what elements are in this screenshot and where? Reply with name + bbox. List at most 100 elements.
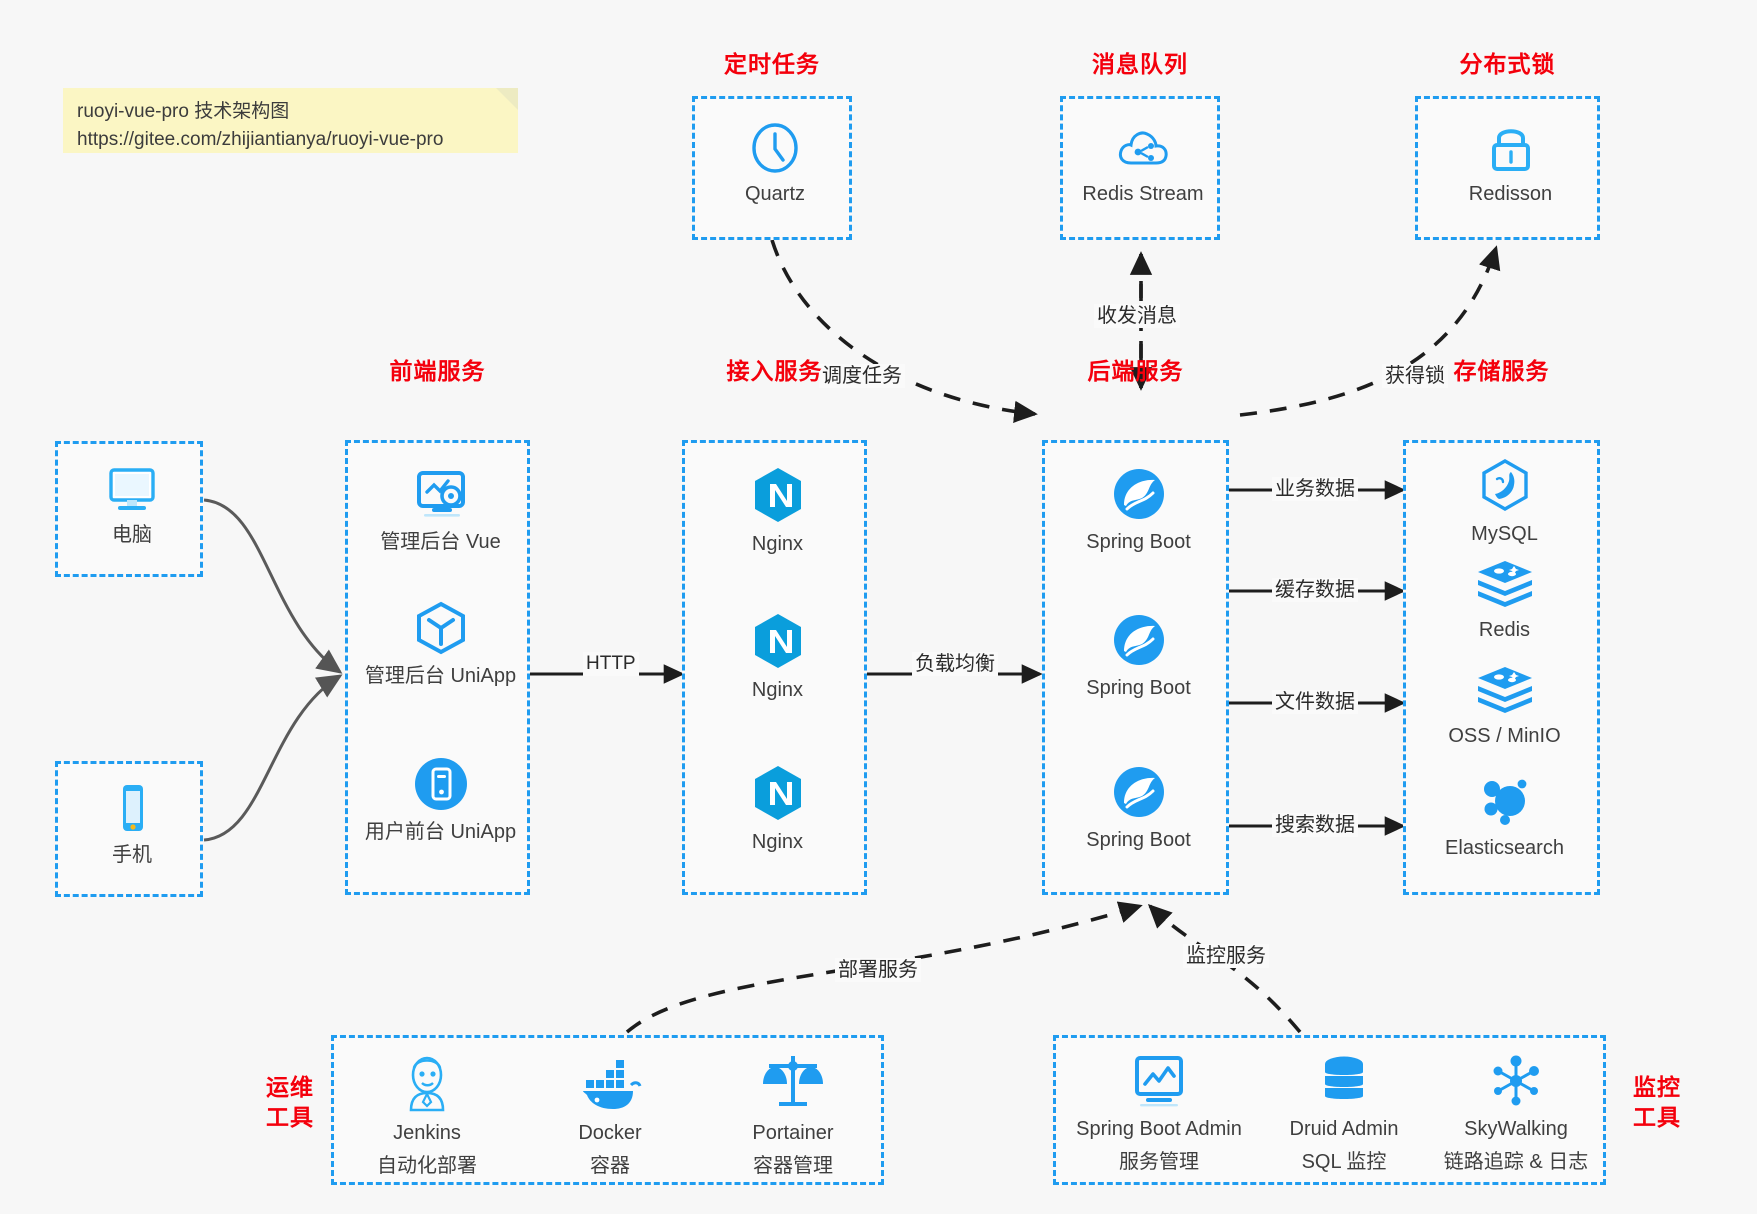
edge-label-business-data: 业务数据 (1272, 477, 1358, 501)
node-pc[interactable]: 电脑 (58, 460, 206, 549)
nginx-icon (754, 766, 801, 820)
edge-label-monitor-service: 监控服务 (1183, 944, 1269, 968)
redis-stack-icon (1477, 561, 1532, 607)
monitor-icon (109, 468, 155, 510)
node-label: Spring Boot (1086, 531, 1191, 553)
note-folded-corner (496, 88, 518, 110)
group-label-backend: 后端服务 (1087, 358, 1184, 384)
node-nginx-1[interactable]: Nginx (685, 465, 870, 558)
spring-leaf-icon (1113, 615, 1164, 665)
edge-label-load-balance: 负载均衡 (912, 652, 998, 676)
jenkins-butler-icon (409, 1056, 445, 1112)
database-icon (1325, 1056, 1363, 1099)
node-label: 电脑 (112, 524, 152, 546)
group-device-pc: 电脑 (55, 441, 203, 577)
mobile-circle-icon (414, 758, 467, 810)
group-label-devops-line2: 工具 (266, 1104, 314, 1130)
node-label: Nginx (751, 679, 804, 701)
node-phone[interactable]: 手机 (58, 780, 206, 869)
group-storage: MySQL Redis OSS / MinIO (1403, 440, 1600, 895)
mysql-dolphin-icon (1481, 459, 1528, 511)
scales-icon (763, 1056, 823, 1106)
dashboard-gear-icon (416, 471, 465, 517)
group-backend: Spring Boot Spring Boot Spring Boot (1042, 440, 1229, 895)
group-devops-tools: Jenkins 自动化部署 Docker 容器 (331, 1035, 884, 1185)
group-label-distributed-lock: 分布式锁 (1459, 51, 1556, 77)
diagram-note: ruoyi-vue-pro 技术架构图 https://gitee.com/zh… (63, 88, 518, 153)
node-spring-boot-admin[interactable]: Spring Boot Admin 服务管理 (1064, 1052, 1254, 1176)
group-label-gateway: 接入服务 (726, 358, 823, 384)
node-label: Redisson (1468, 183, 1553, 205)
note-url: https://gitee.com/zhijiantianya/ruoyi-vu… (77, 129, 444, 150)
node-admin-vue[interactable]: 管理后台 Vue (348, 465, 533, 556)
group-label-monitor-line2: 工具 (1633, 1104, 1681, 1130)
group-label-scheduled-task: 定时任务 (724, 51, 820, 77)
edge-label-cache-data: 缓存数据 (1272, 578, 1358, 602)
node-druid-admin[interactable]: Druid Admin SQL 监控 (1254, 1052, 1434, 1176)
cloud-queue-icon (1118, 131, 1168, 165)
node-oss-minio[interactable]: OSS / MinIO (1406, 665, 1603, 750)
group-label-devops: 运维 工具 (255, 1072, 325, 1132)
group-distributed-lock: Redisson (1415, 96, 1600, 240)
node-label: Druid Admin (1289, 1118, 1399, 1140)
spring-leaf-icon (1113, 767, 1164, 817)
group-frontend: 管理后台 Vue 管理后台 UniApp 用户前台 UniApp (345, 440, 530, 895)
node-redis[interactable]: Redis (1406, 559, 1603, 644)
group-gateway: Nginx Nginx Nginx (682, 440, 867, 895)
node-jenkins[interactable]: Jenkins 自动化部署 (342, 1052, 512, 1180)
node-portainer[interactable]: Portainer 容器管理 (708, 1052, 878, 1180)
node-label: Portainer (752, 1122, 834, 1144)
node-quartz[interactable]: Quartz (695, 121, 855, 208)
node-sublabel: 链路追踪 & 日志 (1443, 1151, 1589, 1173)
node-nginx-3[interactable]: Nginx (685, 763, 870, 856)
nginx-icon (754, 468, 801, 522)
edge-label-file-data: 文件数据 (1272, 690, 1358, 714)
group-label-monitor: 监控 工具 (1622, 1072, 1692, 1132)
node-label: Quartz (744, 183, 806, 205)
edge-label-acquire-lock: 获得锁 (1382, 364, 1448, 388)
group-monitor-tools: Spring Boot Admin 服务管理 Druid Admin SQL 监… (1053, 1035, 1606, 1185)
node-redisson[interactable]: Redisson (1418, 121, 1603, 208)
node-docker[interactable]: Docker 容器 (525, 1052, 695, 1180)
node-user-uniapp[interactable]: 用户前台 UniApp (348, 755, 533, 846)
node-label: 手机 (112, 844, 152, 866)
node-label: 管理后台 UniApp (364, 665, 517, 687)
node-label: MySQL (1471, 523, 1538, 545)
node-springboot-1[interactable]: Spring Boot (1045, 465, 1232, 556)
edge-label-search-data: 搜索数据 (1272, 813, 1358, 837)
node-admin-uniapp[interactable]: 管理后台 UniApp (348, 599, 533, 690)
node-label: OSS / MinIO (1448, 725, 1561, 747)
node-sublabel: SQL 监控 (1301, 1151, 1387, 1173)
group-label-message-queue: 消息队列 (1092, 51, 1188, 77)
group-label-storage: 存储服务 (1453, 358, 1550, 384)
node-redis-stream[interactable]: Redis Stream (1063, 121, 1223, 208)
node-sublabel: 服务管理 (1119, 1151, 1199, 1173)
node-mysql[interactable]: MySQL (1406, 457, 1603, 548)
clock-icon (752, 123, 798, 173)
skywalking-node-icon (1493, 1055, 1539, 1106)
nginx-icon (754, 614, 801, 668)
group-label-devops-line1: 运维 (266, 1074, 314, 1100)
node-elasticsearch[interactable]: Elasticsearch (1406, 773, 1603, 862)
node-sublabel: 容器管理 (753, 1155, 833, 1177)
node-label: 用户前台 UniApp (364, 821, 517, 843)
smartphone-icon (123, 785, 143, 831)
node-label: Redis (1478, 619, 1531, 641)
node-label: Nginx (751, 831, 804, 853)
spring-leaf-icon (1113, 469, 1164, 519)
node-skywalking[interactable]: SkyWalking 链路追踪 & 日志 (1426, 1052, 1606, 1176)
node-springboot-3[interactable]: Spring Boot (1045, 763, 1232, 854)
edge-label-send-receive-message: 收发消息 (1094, 304, 1180, 328)
note-title: ruoyi-vue-pro 技术架构图 (77, 101, 290, 122)
node-sublabel: 容器 (590, 1155, 630, 1177)
docker-whale-icon (583, 1060, 642, 1109)
node-springboot-2[interactable]: Spring Boot (1045, 611, 1232, 702)
node-label: Spring Boot (1086, 829, 1191, 851)
edge-label-deploy-service: 部署服务 (835, 958, 921, 982)
node-label: Spring Boot Admin (1076, 1118, 1242, 1140)
node-label: Jenkins (393, 1122, 461, 1144)
edge-label-http: HTTP (583, 652, 639, 676)
group-label-frontend: 前端服务 (389, 358, 486, 384)
node-label: SkyWalking (1464, 1118, 1568, 1140)
node-nginx-2[interactable]: Nginx (685, 611, 870, 704)
